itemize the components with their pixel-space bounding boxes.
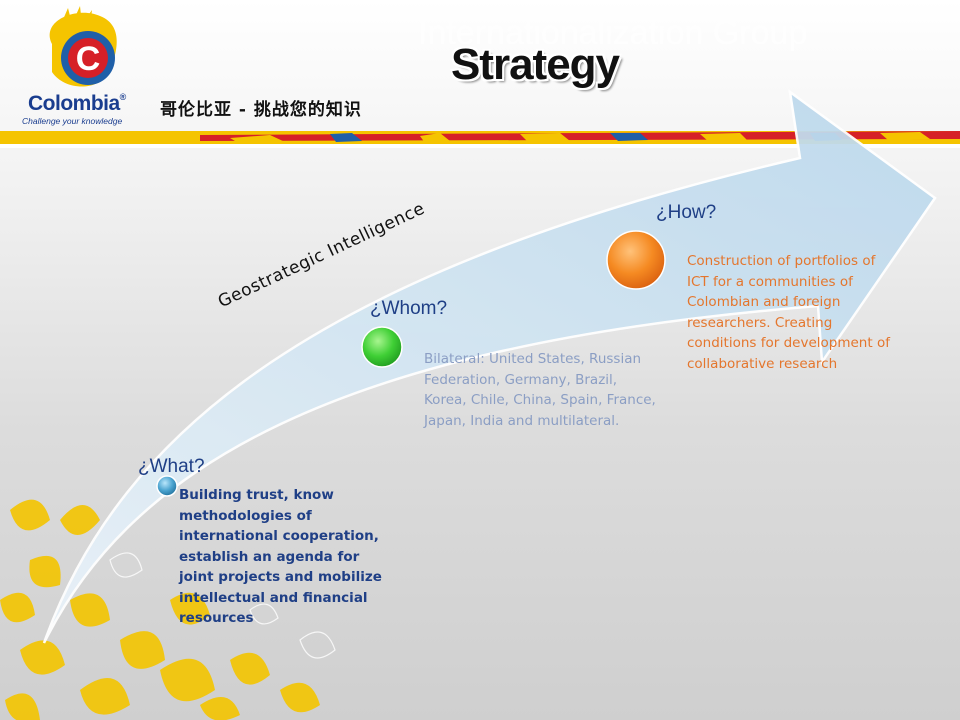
ghost-title: Internationalization Group xyxy=(418,14,808,52)
node-whom xyxy=(361,326,403,368)
node-what xyxy=(156,475,178,497)
logo-brand-name: Colombia xyxy=(28,92,120,115)
registered-mark: ® xyxy=(119,92,127,102)
logo-tagline: Challenge your knowledge xyxy=(22,116,123,126)
colombia-logo-emblem xyxy=(49,6,117,87)
page-title: Strategy xyxy=(450,40,620,89)
curved-arrow xyxy=(42,89,937,644)
step-how-question: ¿How? xyxy=(656,202,717,223)
node-how xyxy=(606,230,666,290)
step-whom-question: ¿Whom? xyxy=(370,298,448,319)
logo-emblem-letter: C xyxy=(76,40,101,78)
butterfly-outline-decoration xyxy=(109,552,336,659)
logo-brand: Colombia® xyxy=(28,92,126,116)
step-whom-description: Bilateral: United States, Russian Federa… xyxy=(424,351,656,429)
step-what-question: ¿What? xyxy=(138,456,205,477)
flag-stripe-band xyxy=(0,131,960,148)
butterfly-decoration xyxy=(0,499,320,720)
step-what-description: Building trust, know methodologies of in… xyxy=(179,487,382,626)
slogan-cn: 哥伦比亚 - 挑战您的知识 xyxy=(160,100,362,120)
step-how-description: Construction of portfolios of ICT for a … xyxy=(687,253,890,372)
